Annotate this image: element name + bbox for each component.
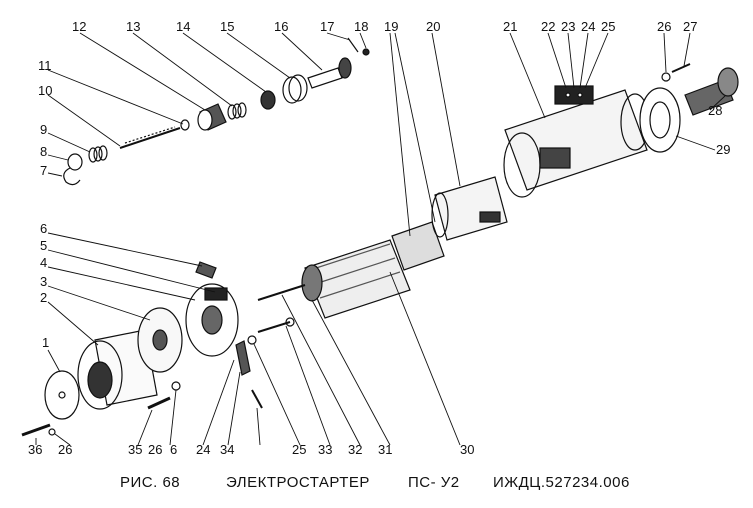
spring-13 [227, 102, 247, 120]
brush-plate-4 [185, 283, 239, 357]
callout-9: 9 [40, 122, 47, 137]
callout-labels: 1 2 3 4 5 6 7 8 9 10 11 12 13 14 15 16 1… [28, 19, 730, 457]
callout-24: 24 [581, 19, 595, 34]
ring-14 [260, 90, 276, 110]
bolt-35 [147, 396, 171, 410]
callout-11: 11 [38, 58, 52, 73]
housing-21 [503, 89, 650, 198]
callout-12: 12 [72, 19, 86, 34]
screw-34 [251, 389, 263, 409]
callout-26-lower-b: 26 [148, 442, 162, 457]
washer-26 [171, 381, 181, 391]
shaft-32 [257, 284, 306, 301]
callout-22: 22 [541, 19, 555, 34]
callout-7: 7 [40, 163, 47, 178]
gear-28 [684, 67, 739, 116]
cover-plate-1 [44, 370, 80, 420]
callout-27: 27 [683, 19, 697, 34]
brush-6-lower [235, 340, 251, 376]
screw-33 [257, 317, 295, 333]
washer-11 [180, 119, 190, 131]
callout-1: 1 [42, 335, 49, 350]
callout-15: 15 [220, 19, 234, 34]
terminal-block-22 [554, 85, 594, 105]
callout-25-lower: 25 [292, 442, 306, 457]
callout-6: 6 [40, 221, 47, 236]
callout-20: 20 [426, 19, 440, 34]
callout-26: 26 [657, 19, 671, 34]
callout-32: 32 [348, 442, 362, 457]
callout-19: 19 [384, 19, 398, 34]
retaining-ring-7 [63, 167, 81, 186]
bolt-36 [21, 423, 56, 437]
callout-31: 31 [378, 442, 392, 457]
nut-18 [362, 48, 370, 56]
nut-26 [661, 72, 671, 82]
callout-8: 8 [40, 144, 47, 159]
stator-sleeve-20 [431, 176, 508, 241]
callout-23: 23 [561, 19, 575, 34]
callout-36: 36 [28, 442, 42, 457]
callout-33: 33 [318, 442, 332, 457]
callout-29: 29 [716, 142, 730, 157]
clutch-12 [197, 103, 227, 131]
callout-2: 2 [40, 290, 47, 305]
model-designation: ПС- У2 [408, 474, 460, 491]
end-plate-29 [639, 87, 681, 153]
gear-shaft-16 [307, 57, 352, 89]
figure-title: ЭЛЕКТРОСТАРТЕР [226, 474, 370, 491]
callout-25: 25 [601, 19, 615, 34]
callout-24-lower: 24 [196, 442, 210, 457]
callout-5: 5 [40, 238, 47, 253]
washer-8 [67, 153, 83, 171]
callout-13: 13 [126, 19, 140, 34]
callout-21: 21 [503, 19, 517, 34]
callout-4: 4 [40, 255, 47, 270]
washer-25 [247, 335, 257, 345]
callout-17: 17 [320, 19, 334, 34]
callout-18: 18 [354, 19, 368, 34]
callout-34: 34 [220, 442, 234, 457]
callout-35: 35 [128, 442, 142, 457]
bolt-27 [671, 63, 691, 73]
callout-28: 28 [708, 103, 722, 118]
bushing-15 [282, 74, 308, 104]
brush-holder-3 [137, 307, 183, 373]
leader-lines [35, 32, 726, 446]
bolt-10 [119, 126, 181, 149]
callout-16: 16 [274, 19, 288, 34]
spring-9 [88, 145, 108, 163]
document-code: ИЖДЦ.527234.006 [493, 474, 630, 491]
callout-26-lower-a: 26 [58, 442, 72, 457]
brush-6 [195, 261, 217, 279]
callout-30: 30 [460, 442, 474, 457]
callout-14: 14 [176, 19, 190, 34]
callout-6-lower: 6 [170, 442, 177, 457]
callout-10: 10 [38, 83, 52, 98]
callout-3: 3 [40, 274, 47, 289]
figure-number: РИС. 68 [120, 474, 181, 491]
armature-30 [301, 221, 445, 319]
